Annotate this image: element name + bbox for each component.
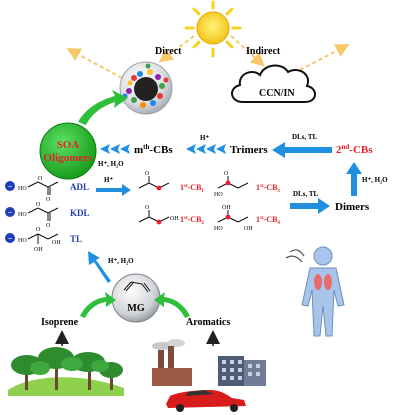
cb4-reactive-site [225, 214, 231, 220]
mg-node: MG [111, 273, 161, 323]
cb2-label: 1st-CB2 [180, 215, 204, 226]
cb2-structure [138, 210, 170, 223]
sports-car-icon [166, 390, 246, 412]
kdl-label: KDL [70, 208, 90, 218]
ccn-in-label: CCN/IN [259, 88, 295, 99]
svg-text:O: O [145, 171, 150, 177]
dls-tl-top-label: DLs, TL [292, 133, 317, 141]
sun-icon [184, 0, 242, 58]
dimers-node: Dimers [335, 201, 370, 213]
second-cbs-node: 2nd-CBs [336, 143, 373, 156]
h-plus-mid-label: H⁺ [104, 176, 113, 184]
second-cbs-to-trimers-arrow [272, 142, 332, 158]
indirect-label: Indirect [246, 46, 281, 57]
h-plus-top-label: H⁺ [200, 134, 209, 142]
cb3-reactive-site [225, 180, 231, 186]
trees-icon [8, 347, 124, 396]
isoprene-label: Isoprene [41, 317, 79, 328]
soa-to-particle-arrow [78, 90, 128, 125]
species-to-cbs-arrow [96, 184, 131, 196]
kdl-species: − HO O O KDL [5, 202, 90, 229]
adl-label: ADL [70, 182, 89, 192]
cb4-structure [217, 210, 249, 223]
svg-text:HO: HO [18, 212, 27, 218]
mg-label: MG [127, 303, 144, 314]
cb1-structure [138, 176, 170, 189]
soa-line1: SOA [57, 139, 80, 151]
cb3-structure [217, 176, 249, 189]
svg-text:HO: HO [214, 192, 223, 198]
svg-text:O: O [38, 176, 43, 182]
cb2-reactive-site [156, 219, 162, 225]
soa-oligomers-node: SOA Oligomers [39, 122, 97, 180]
svg-text:OH: OH [222, 205, 231, 211]
svg-text:OH: OH [34, 247, 43, 253]
svg-text:OH: OH [244, 226, 253, 232]
aromatics-label: Aromatics [186, 317, 230, 328]
soa-line2: Oligomers [44, 152, 94, 164]
mth-cbs-node: mth-CBs [134, 143, 173, 156]
chevron-arrows-trimers-to-mth [186, 144, 226, 154]
human-lungs-icon [285, 246, 345, 337]
svg-text:HO: HO [214, 226, 223, 232]
h-plus-h2o-soa-label: H⁺, H₂O [98, 160, 124, 168]
h-plus-h2o-mg-label: H⁺, H₂O [108, 257, 134, 265]
svg-text:O: O [36, 227, 41, 233]
cloud-icon [231, 64, 316, 103]
sunlight-rays [66, 35, 350, 79]
svg-text:HO: HO [18, 186, 27, 192]
svg-text:O: O [145, 205, 150, 211]
svg-text:OH: OH [170, 216, 179, 222]
svg-text:O: O [224, 171, 229, 177]
cb1-reactive-site [156, 185, 162, 191]
aerosol-particle-icon [119, 61, 173, 115]
h-plus-h2o-right-label: H⁺, H₂O [362, 176, 388, 184]
isoprene-to-mg-arrow [80, 292, 116, 318]
source-emission-arrows [55, 330, 220, 346]
svg-text:O: O [46, 197, 51, 203]
svg-text:OH: OH [52, 240, 61, 246]
cb4-label: 1st-CB4 [256, 215, 280, 226]
factory-icon [152, 339, 266, 386]
cb3-label: 1st-CB3 [256, 183, 280, 194]
svg-text:HO: HO [18, 238, 27, 244]
svg-text:−: − [8, 234, 13, 243]
trimers-node: Trimers [230, 144, 268, 156]
chevron-arrows-mth-to-soa [100, 144, 130, 154]
aromatics-to-mg-arrow [154, 292, 190, 318]
adl-species: − HO O O ADL [5, 176, 89, 203]
svg-text:−: − [8, 208, 13, 217]
svg-text:−: − [8, 182, 13, 191]
dls-tl-mid-label: DLs, TL [293, 190, 318, 198]
tl-species: − HO O OH OH TL [5, 227, 82, 253]
direct-label: Direct [155, 46, 182, 57]
cbs-to-dimers-arrow [290, 198, 330, 214]
tl-label: TL [70, 234, 82, 244]
mg-to-species-arrow [88, 251, 111, 283]
svg-text:O: O [36, 202, 41, 208]
dimers-to-second-cbs-arrow [346, 162, 362, 196]
svg-text:O: O [46, 223, 51, 229]
cb1-label: 1st-CB1 [180, 183, 204, 194]
